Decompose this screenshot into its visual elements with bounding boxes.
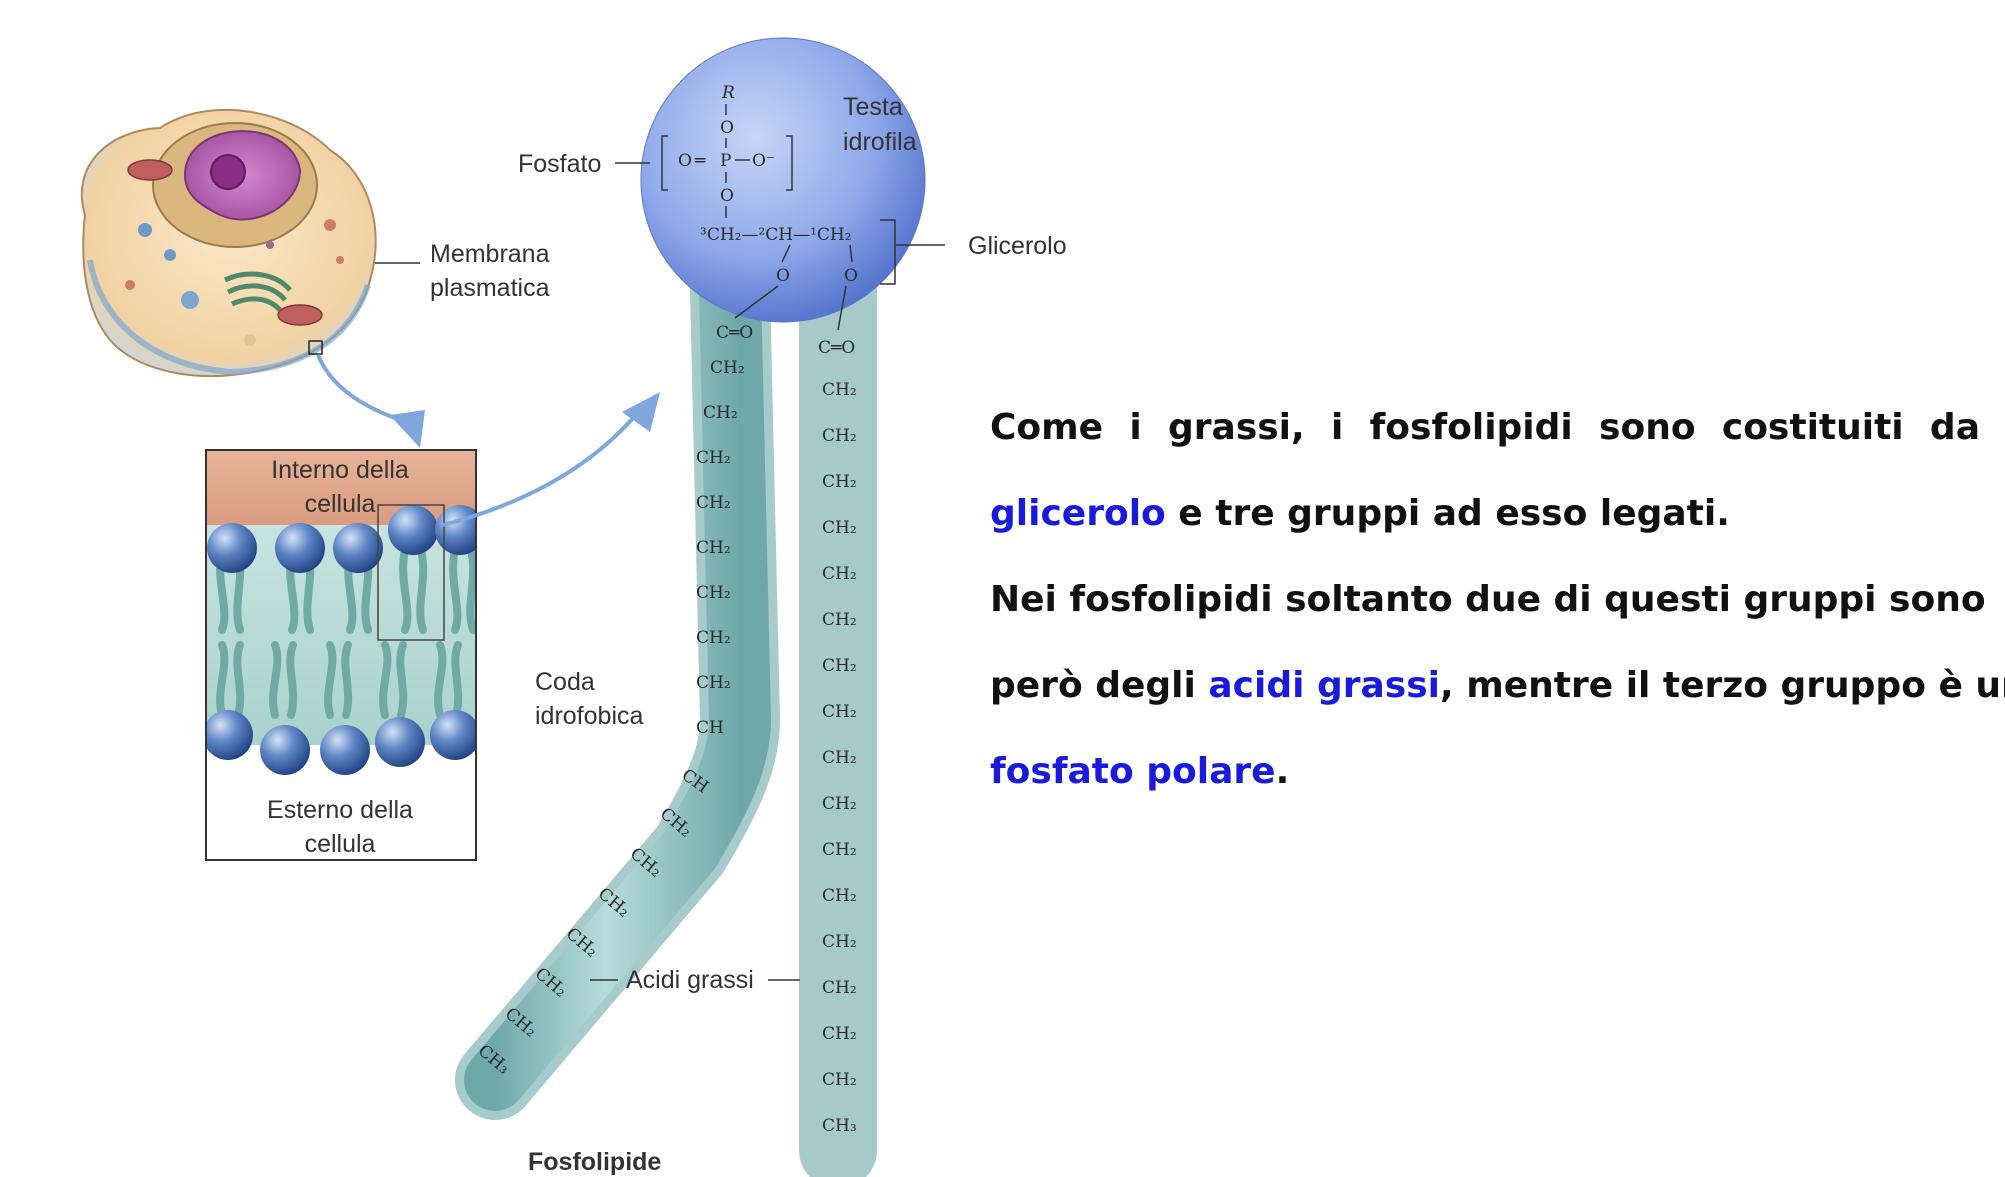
formula-p: P	[720, 151, 731, 171]
right-ch2-16: CH₂	[822, 1070, 857, 1090]
right-ch2-4: CH₂	[822, 518, 857, 538]
label-fosfato: Fosfato	[518, 150, 601, 178]
svg-text:═: ═	[694, 151, 706, 171]
formula-phosphate-o-right: O⁻	[752, 151, 775, 171]
right-ch2-5: CH₂	[822, 564, 857, 584]
left-ch2-1: CH₂	[710, 358, 745, 378]
formula-r: R	[721, 83, 735, 103]
left-carbonyl: C═O	[716, 323, 753, 343]
arrow-cell-to-membrane	[318, 355, 408, 432]
text-line-2-rest: e tre gruppi ad esso legati.	[1166, 493, 1730, 534]
label-testa-line1: Testa	[843, 93, 903, 121]
label-esterno-line1: Esterno della	[267, 796, 413, 824]
right-ch2-8: CH₂	[822, 702, 857, 722]
text-line-4-pre: però degli	[990, 665, 1208, 706]
label-glicerolo: Glicerolo	[968, 232, 1067, 260]
highlight-acidi-grassi: acidi grassi	[1208, 665, 1440, 706]
description-text: Come i grassi, i fosfolipidi sono costit…	[990, 385, 1980, 815]
right-ch2-15: CH₂	[822, 1024, 857, 1044]
right-ch2-11: CH₂	[822, 840, 857, 860]
left-ch2-7: CH₂	[696, 628, 731, 648]
right-ch2-13: CH₂	[822, 932, 857, 952]
cell-illustration	[82, 110, 376, 376]
right-ch2-9: CH₂	[822, 748, 857, 768]
label-membrana-line1: Membrana	[430, 240, 550, 268]
label-interno-line2: cellula	[305, 490, 376, 518]
formula-o-mid: O	[720, 186, 734, 206]
label-testa-line2: idrofila	[843, 128, 917, 156]
right-ch2-12: CH₂	[822, 886, 857, 906]
right-ch2-14: CH₂	[822, 978, 857, 998]
right-carbonyl: C═O	[818, 338, 855, 358]
right-ch2-7: CH₂	[822, 656, 857, 676]
text-line-5: fosfato polare.	[990, 729, 1980, 815]
formula-o-top: O	[720, 118, 734, 138]
right-ch2-3: CH₂	[822, 472, 857, 492]
text-line-3: Nei fosfolipidi soltanto due di questi g…	[990, 557, 1980, 643]
left-ch2-2: CH₂	[703, 403, 738, 423]
label-esterno-line2: cellula	[305, 830, 376, 858]
formula-o-ester-right: O	[844, 266, 858, 286]
right-ch2-6: CH₂	[822, 610, 857, 630]
right-ch2-2: CH₂	[822, 426, 857, 446]
left-ch2-6: CH₂	[696, 583, 731, 603]
text-line-4-post: , mentre il terzo gruppo è un	[1440, 665, 2005, 706]
right-ch2-10: CH₂	[822, 794, 857, 814]
label-coda-line2: idrofobica	[535, 702, 643, 730]
label-interno-line1: Interno della	[271, 456, 409, 484]
label-membrana-line2: plasmatica	[430, 274, 550, 302]
highlight-glicerolo: glicerolo	[990, 493, 1166, 534]
left-ch-1: CH	[696, 718, 724, 738]
text-line-4: però degli acidi grassi, mentre il terzo…	[990, 643, 1980, 729]
text-line-5-post: .	[1276, 751, 1290, 792]
left-ch2-8: CH₂	[696, 673, 731, 693]
arrow-head-icon	[390, 410, 425, 448]
right-ch2-1: CH₂	[822, 380, 857, 400]
formula-phosphate-o-left: O	[678, 151, 692, 171]
label-acidi-grassi: Acidi grassi	[626, 966, 754, 994]
formula-glycerol: ³CH₂—²CH—¹CH₂	[700, 225, 852, 245]
right-ch3: CH₃	[822, 1116, 857, 1136]
left-ch2-4: CH₂	[696, 493, 731, 513]
text-line-1: Come i grassi, i fosfolipidi sono costit…	[990, 385, 1980, 471]
caption-fosfolipide: Fosfolipide	[528, 1148, 661, 1176]
left-ch2-5: CH₂	[696, 538, 731, 558]
text-line-2: glicerolo e tre gruppi ad esso legati.	[990, 471, 1980, 557]
highlight-fosfato-polare: fosfato polare	[990, 751, 1276, 792]
label-coda-line1: Coda	[535, 668, 595, 696]
left-ch2-3: CH₂	[696, 448, 731, 468]
formula-o-ester-left: O	[776, 266, 790, 286]
